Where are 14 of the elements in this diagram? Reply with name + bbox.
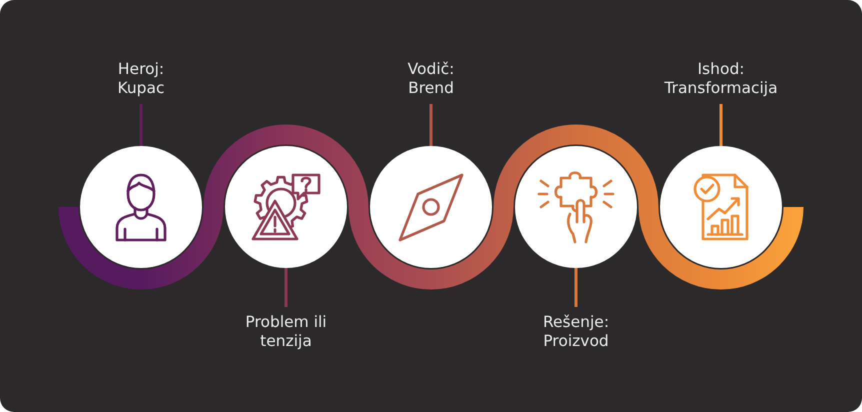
step-label: Heroj: Kupac — [116, 60, 166, 98]
leader-line — [720, 104, 722, 146]
leader-line — [140, 104, 142, 146]
step-label: Ishod: Transformacija — [664, 60, 778, 98]
step-label: Problem ili tenzija — [244, 313, 328, 351]
wave-band — [285, 124, 432, 290]
step-label: Vodič: Brend — [407, 60, 455, 98]
wave-band — [140, 124, 287, 290]
leader-line — [574, 268, 578, 307]
step-label: Rešenje: Proizvod — [542, 313, 610, 351]
wave-band — [430, 124, 577, 290]
wave-band — [575, 124, 722, 290]
leader-line — [430, 104, 432, 146]
leader-line — [284, 268, 288, 307]
